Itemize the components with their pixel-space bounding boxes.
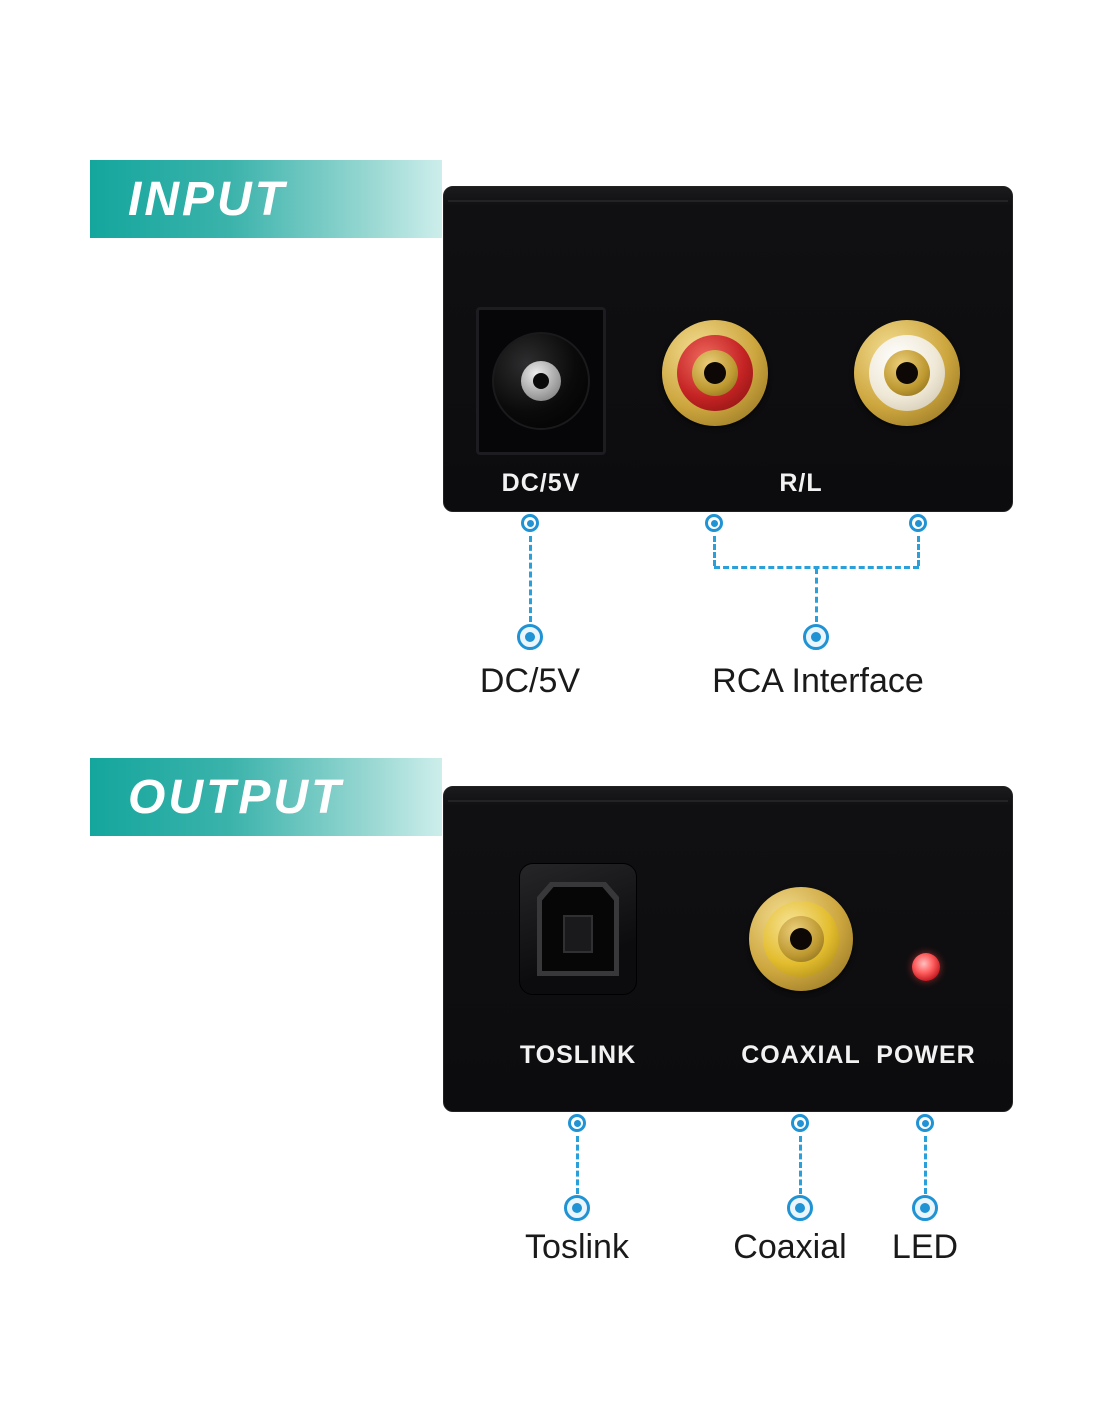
input-banner-label: INPUT xyxy=(128,172,287,226)
output-banner-label: OUTPUT xyxy=(128,770,344,824)
callout-line-rca-right xyxy=(917,536,920,566)
callout-line-rca-mid xyxy=(815,568,818,622)
callout-ring-dc xyxy=(517,624,543,650)
toslink-port-graphic xyxy=(519,863,637,995)
output-panel: TOSLINK COAXIAL POWER xyxy=(443,786,1013,1112)
dc-port-label: DC/5V xyxy=(501,469,581,497)
panel-seam xyxy=(448,200,1008,202)
callout-line-coaxial xyxy=(799,1136,802,1194)
callout-ring-coaxial xyxy=(787,1195,813,1221)
callout-line-dc xyxy=(529,536,532,622)
power-led xyxy=(912,953,940,981)
rca-white-hole xyxy=(896,362,918,384)
output-banner: OUTPUT xyxy=(90,758,442,836)
toslink-recess-inner xyxy=(542,887,614,971)
rca-jack-white xyxy=(854,320,960,426)
rca-white-inner xyxy=(884,350,930,396)
callout-line-led xyxy=(924,1136,927,1194)
rca-jack-coaxial xyxy=(749,887,853,991)
rca-red-inner xyxy=(692,350,738,396)
toslink-port-label: TOSLINK xyxy=(519,1041,637,1069)
rca-coaxial-hole xyxy=(790,928,812,950)
callout-label-coaxial: Coaxial xyxy=(733,1228,847,1266)
callout-dot-toslink xyxy=(568,1114,586,1132)
callout-dot-rca-right xyxy=(909,514,927,532)
callout-dot-dc xyxy=(521,514,539,532)
callout-label-rca: RCA Interface xyxy=(712,662,924,700)
callout-label-toslink: Toslink xyxy=(525,1228,629,1266)
callout-line-rca-left xyxy=(713,536,716,566)
rca-red-ring xyxy=(677,335,753,411)
input-banner: INPUT xyxy=(90,160,442,238)
callout-dot-led xyxy=(916,1114,934,1132)
callout-dot-rca-left xyxy=(705,514,723,532)
input-panel: DC/5V R/L xyxy=(443,186,1013,512)
callout-dot-coaxial xyxy=(791,1114,809,1132)
callout-line-toslink xyxy=(576,1136,579,1194)
dc-barrel-icon xyxy=(492,332,590,430)
panel-seam xyxy=(448,800,1008,802)
rca-coaxial-ring xyxy=(763,901,839,977)
callout-label-dc: DC/5V xyxy=(479,662,581,700)
rca-coaxial-inner xyxy=(778,916,824,962)
coaxial-port-label: COAXIAL xyxy=(741,1041,861,1069)
toslink-window xyxy=(563,915,593,953)
callout-label-led: LED xyxy=(891,1228,959,1266)
callout-ring-led xyxy=(912,1195,938,1221)
toslink-recess xyxy=(537,882,619,976)
callout-line-rca-join xyxy=(714,566,919,569)
rca-jack-red xyxy=(662,320,768,426)
callout-ring-rca xyxy=(803,624,829,650)
dc-jack-graphic xyxy=(476,307,606,455)
rca-red-hole xyxy=(704,362,726,384)
rl-port-label: R/L xyxy=(779,469,823,497)
power-port-label: POWER xyxy=(876,1041,976,1069)
dc-pin-icon xyxy=(533,373,549,389)
callout-ring-toslink xyxy=(564,1195,590,1221)
rca-white-ring xyxy=(869,335,945,411)
dc-ring-icon xyxy=(521,361,561,401)
